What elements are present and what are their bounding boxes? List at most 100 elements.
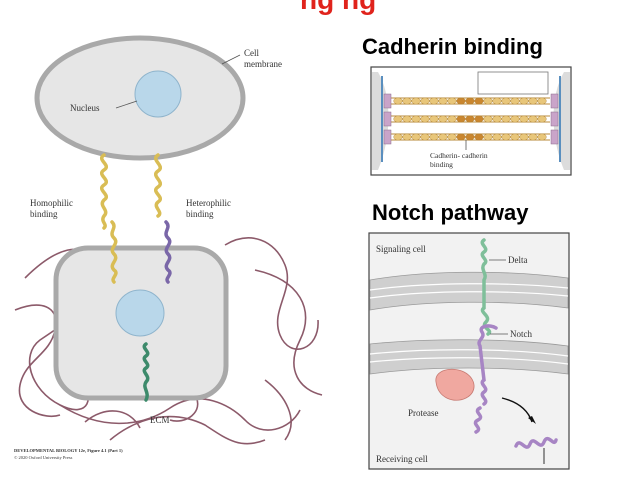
cell-membrane-leader-line [221,54,241,65]
homophilic-cadherin-pair [100,153,118,284]
ecm-fiber [264,379,292,441]
protease-label: Protease [408,408,439,418]
cadherin-caption-line1: Cadherin- cadherin [430,151,488,160]
ecm-fiber [254,269,323,396]
receiving-cell-label: Receiving cell [376,454,428,464]
cadherin-domain-bead [420,115,430,123]
credit-line-2: © 2020 Oxford University Press [14,455,73,460]
ecm-fiber [14,304,61,417]
receiving-cell-membrane [369,339,569,375]
cadherin-domain-bead [537,133,547,141]
heterophilic-upper-protein [154,153,162,218]
credit-line-1: DEVELOPMENTAL BIOLOGY 12e, Figure 4.1 (P… [14,448,123,453]
cadherin-domain-bead [438,133,448,141]
cadherin-caption-line2: binding [430,160,453,169]
notch-label: Notch [510,329,532,339]
cadherin-domain-bead [528,97,538,105]
cadherin-domain-bead [438,97,448,105]
ecm-fiber [109,415,266,445]
notch-pathway-panel: Signaling cell Delta Notch Protease Rece… [368,232,570,470]
cadherin-binding-panel: Cadherin- cadherin binding [370,66,572,176]
notch-pathway-heading: Notch pathway [372,200,529,225]
cadherin-domain-bead [474,115,484,123]
slide-title-fragment: ng ng [300,0,376,16]
cadherin-domain-bead [402,97,412,105]
ecm-label: ECM [150,415,170,425]
cadherin-domain-bead [456,97,466,105]
cadherin-domain-bead [501,133,511,141]
delta-ligand [480,238,492,336]
cell-membrane-label-line2: membrane [244,59,282,69]
cadherin-domain-bead [528,115,538,123]
cadherin-domain-bead [447,115,457,123]
cadherin-domain-bead [447,97,457,105]
cadherin-domain-bead [492,97,502,105]
junction-proteins [383,93,559,145]
cadherin-domain-bead [519,115,529,123]
cadherin-domain-bead [528,133,538,141]
cell-membrane-label-line1: Cell [244,48,259,58]
cadherin-domain-bead [429,115,439,123]
cadherin-domain-bead [456,115,466,123]
cadherin-domain-bead [483,97,493,105]
cadherin-domain-bead [411,133,421,141]
cadherin-domain-bead [411,115,421,123]
cell-adhesion-diagram: Nucleus Cell membrane Homophilic binding… [14,35,323,460]
cadherin-domain-bead [393,133,403,141]
ecm-fiber [84,410,141,429]
release-arrowhead [528,416,536,424]
cadherin-domain-bead [402,115,412,123]
bottom-nucleus [115,289,165,337]
cadherin-binding-heading: Cadherin binding [362,34,543,59]
cadherin-domain-bead [456,133,466,141]
protease-enzyme [435,368,475,401]
cadherin-domain-bead [420,97,430,105]
cadherin-domain-bead [393,115,403,123]
cadherin-domain-bead [492,115,502,123]
cadherin-domain-bead [393,97,403,105]
ecm-fiber [224,237,319,350]
nucleus-label: Nucleus [70,103,100,113]
cadherin-domain-bead [510,97,520,105]
cadherin-domain-bead [438,115,448,123]
cadherin-domain-bead [492,133,502,141]
signaling-cell-label: Signaling cell [376,244,426,254]
delta-label: Delta [508,255,528,265]
cadherin-domain-bead [420,133,430,141]
notch-intracellular-domain [514,436,558,449]
top-nucleus [134,70,182,118]
heterophilic-label-line2: binding [186,209,214,219]
cadherin-domains [393,97,547,141]
heterophilic-pair [154,153,172,284]
cadherin-domain-bead [519,133,529,141]
ecm-receptor [142,342,150,402]
cadherin-domain-bead [474,133,484,141]
cadherin-domain-bead [429,133,439,141]
nucleus-leader-line [115,100,138,109]
cadherin-domain-bead [429,97,439,105]
cadherin-domain-bead [447,133,457,141]
cadherin-domain-bead [483,115,493,123]
bracket [477,71,549,95]
homophilic-label-line2: binding [30,209,58,219]
notch-receptor [477,324,498,406]
cadherin-lower [110,220,118,284]
cadherin-domain-bead [402,133,412,141]
cadherin-domain-bead [537,97,547,105]
cadherin-domain-bead [510,133,520,141]
cadherin-domain-bead [483,133,493,141]
heterophilic-lower-protein [164,220,172,284]
heterophilic-label-line1: Heterophilic [186,198,231,208]
cadherin-domain-bead [474,97,484,105]
cadherin-domain-bead [465,115,475,123]
cadherin-domain-bead [465,133,475,141]
cadherin-domain-bead [501,115,511,123]
cadherin-domain-bead [537,115,547,123]
cadherin-domain-bead [510,115,520,123]
notch-cleaved-segment [473,406,483,434]
homophilic-label-line1: Homophilic [30,198,73,208]
cadherin-upper [100,153,108,230]
cadherin-domain-bead [465,97,475,105]
cadherin-domain-bead [411,97,421,105]
